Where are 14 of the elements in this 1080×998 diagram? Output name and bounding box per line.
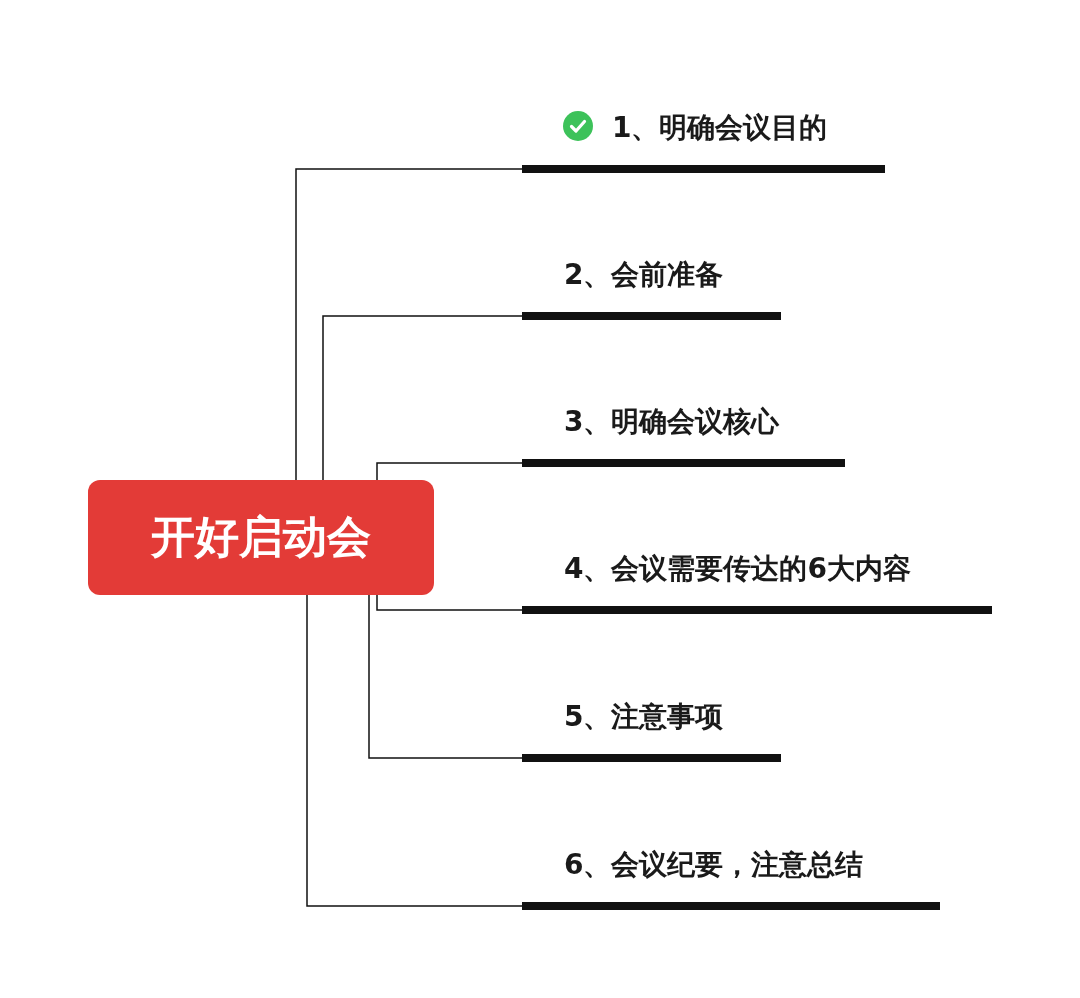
branch-label: 3、明确会议核心 bbox=[564, 404, 780, 440]
connector-line bbox=[376, 594, 523, 611]
connector-line bbox=[295, 168, 523, 481]
branch-label: 6、会议纪要，注意总结 bbox=[564, 847, 864, 883]
connector-line bbox=[306, 594, 523, 907]
branch-label: 4、会议需要传达的6大内容 bbox=[564, 551, 911, 587]
topic-title: 开好启动会 bbox=[151, 510, 371, 564]
connector-line bbox=[368, 594, 523, 759]
connector-line bbox=[322, 315, 523, 481]
branch-label: 5、注意事项 bbox=[564, 699, 724, 735]
branch-label: 1、明确会议目的 bbox=[612, 110, 828, 146]
connector-line bbox=[376, 462, 523, 481]
branch-label: 2、会前准备 bbox=[564, 257, 724, 293]
topic-box bbox=[88, 480, 434, 595]
